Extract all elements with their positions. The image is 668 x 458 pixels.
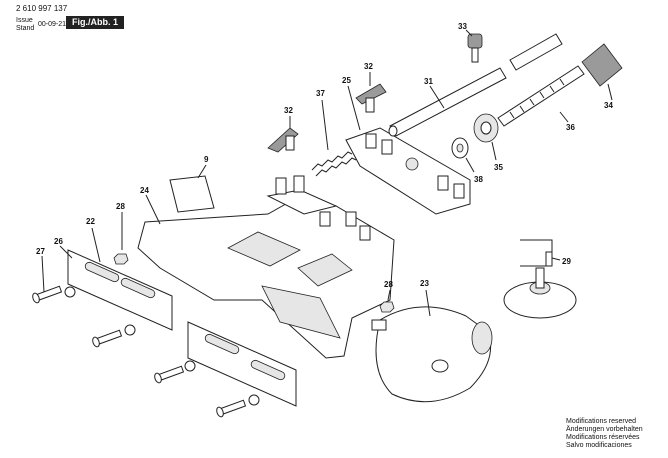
callout-34: 34 [604,101,613,110]
issue-date: 00-09-21 [38,21,67,28]
part-37-spring [311,99,357,177]
part-29-suction-foot [503,239,577,319]
figure-label: Fig./Abb. 1 [66,16,124,29]
callout-9: 9 [204,155,209,164]
part-34-knob [581,43,623,101]
callout-38: 38 [474,175,483,184]
part-32-wing-screw-left [267,116,299,153]
modifications-line-fr: Modifications réservées [566,434,640,441]
callout-26: 26 [54,237,63,246]
callout-31: 31 [424,77,433,86]
modifications-notice: Modifications reserved Änderungen vorbeh… [566,418,643,450]
part-22-guide-plate-upper [67,227,173,331]
part-35-adjustment-nut [473,113,499,161]
callout-22: 22 [86,217,95,226]
callout-28-right: 28 [384,280,393,289]
callout-24: 24 [140,186,149,195]
modifications-line-en: Modifications reserved [566,418,637,425]
stand-label: Stand [16,25,35,32]
part-32-wing-screw-right [355,72,387,113]
callout-36: 36 [566,123,575,132]
part-28-nut-right [379,289,395,313]
callout-33: 33 [458,22,467,31]
part-23-dust-hood [371,289,493,403]
part-number: 2 610 997 137 [16,4,68,13]
part-27-screws [32,255,260,418]
callout-25: 25 [342,76,351,85]
callout-32-right: 32 [364,62,373,71]
callout-32-left: 32 [284,106,293,115]
callout-29: 29 [562,257,571,266]
part-36-threaded-rod [497,65,585,127]
part-31-rod [388,33,563,137]
callout-28-left: 28 [116,202,125,211]
callout-23: 23 [420,279,429,288]
part-25-guide-block [345,85,471,215]
part-26-guide-plate-lower [59,245,297,407]
part-28-nut-left [113,212,129,265]
modifications-line-es: Salvo modificaciones [566,442,632,449]
part-38-washer [451,137,475,173]
callout-37: 37 [316,89,325,98]
part-24-base-plate [137,175,395,359]
issue-label: Issue [16,17,33,24]
modifications-line-de: Änderungen vorbehalten [566,426,643,433]
part-33-thumb-screw [465,29,483,63]
callout-35: 35 [494,163,503,172]
part-9-label-sheet [169,164,215,213]
callout-27: 27 [36,247,45,256]
